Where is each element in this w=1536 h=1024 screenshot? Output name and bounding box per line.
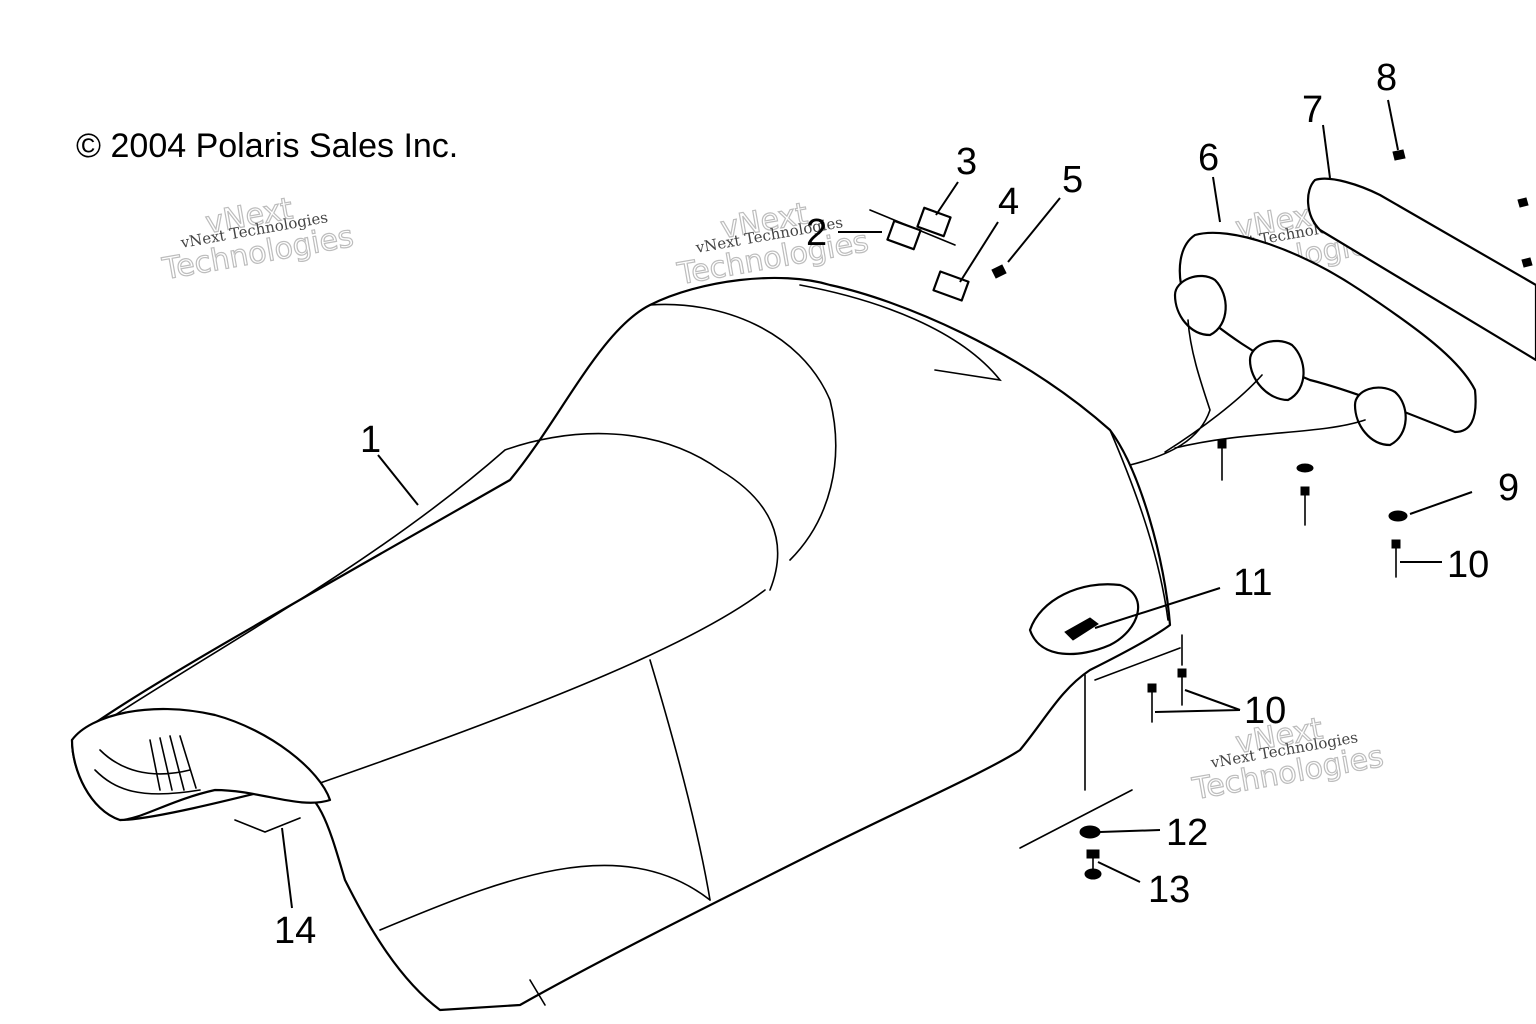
tail-light-assembly <box>1129 231 1477 466</box>
leader-10-center <box>1154 689 1241 713</box>
seat-body <box>70 276 1172 1012</box>
leader-3 <box>935 181 959 216</box>
callout-13: 13 <box>1148 869 1190 911</box>
seat-side-panel <box>649 659 711 901</box>
rear-panel <box>1307 177 1536 362</box>
bolt-head-10-a <box>1147 683 1157 693</box>
tail-light-bulb-1 <box>1173 274 1227 337</box>
callout-1: 1 <box>360 419 381 461</box>
leader-5 <box>1007 197 1061 263</box>
watermark-2: vNext vNext Technologies Technologies <box>674 196 872 293</box>
seat-back-line <box>649 303 837 561</box>
seat-hump-line <box>799 284 1002 382</box>
bracket-line-lower <box>1019 789 1133 849</box>
callout-4: 4 <box>998 181 1019 223</box>
seat-cushion-front <box>299 589 766 791</box>
seat-side-crease <box>1109 429 1169 621</box>
callout-12: 12 <box>1166 812 1208 854</box>
leader-6 <box>1212 176 1221 223</box>
copyright-text: © 2004 Polaris Sales Inc. <box>76 127 458 165</box>
callout-2: 2 <box>806 212 827 254</box>
leader-11 <box>1094 587 1221 629</box>
callout-9: 9 <box>1498 467 1519 509</box>
leader-13 <box>1097 861 1141 883</box>
screw-5 <box>991 264 1007 279</box>
callout-8: 8 <box>1376 57 1397 99</box>
callout-10-right: 10 <box>1447 544 1489 586</box>
callout-3: 3 <box>956 141 977 183</box>
decal-4 <box>932 270 970 302</box>
callout-5: 5 <box>1062 159 1083 201</box>
seat-latch <box>1064 617 1099 641</box>
tail-light-bulb-3 <box>1353 386 1407 447</box>
bolt-head-10-right <box>1391 539 1401 549</box>
leader-9 <box>1409 491 1473 515</box>
bolt-head-tl-1 <box>1217 439 1227 449</box>
seat-latch-recess <box>1028 583 1140 656</box>
rear-panel-screw-b <box>1521 257 1533 268</box>
watermark-1: vNext vNext Technologies Technologies <box>159 191 357 288</box>
callout-14: 14 <box>274 910 316 952</box>
bracket-line-upper <box>1094 647 1181 681</box>
tail-light-bulb-2 <box>1248 339 1305 402</box>
leader-8 <box>1387 99 1399 151</box>
decal-2 <box>886 219 922 251</box>
tail-light-wiring <box>1129 319 1366 466</box>
callout-6: 6 <box>1198 137 1219 179</box>
callout-11: 11 <box>1233 562 1272 604</box>
seat-top-seam <box>94 432 779 729</box>
pocket-strap-lines <box>94 735 201 795</box>
seat-assembly <box>70 276 1172 1012</box>
callout-7: 7 <box>1302 89 1323 131</box>
rear-panel-screw-a <box>1517 197 1529 208</box>
leader-1 <box>377 454 419 506</box>
bolt-head-10-b <box>1177 668 1187 678</box>
washer-12 <box>1079 825 1101 839</box>
bolt-head-13 <box>1086 849 1100 859</box>
nut-13 <box>1084 868 1102 880</box>
leader-7 <box>1322 124 1331 179</box>
bolt-head-tl-2 <box>1300 486 1310 496</box>
leader-12 <box>1099 829 1161 833</box>
fasteners <box>1019 439 1408 880</box>
washer-tl <box>1296 463 1314 473</box>
callout-labels: 1 2 3 4 5 6 7 8 9 10 10 11 12 13 14 <box>274 57 1519 952</box>
seat-bottom-line <box>379 864 711 1006</box>
callout-10-center: 10 <box>1244 690 1286 732</box>
washer-9 <box>1388 510 1408 522</box>
rear-panel-screws <box>1392 149 1533 268</box>
leader-14 <box>281 827 293 909</box>
screw-8 <box>1392 149 1406 161</box>
decals <box>869 206 1007 302</box>
leader-lines <box>281 99 1473 909</box>
seat-strip <box>234 817 301 833</box>
leader-4 <box>959 221 999 283</box>
